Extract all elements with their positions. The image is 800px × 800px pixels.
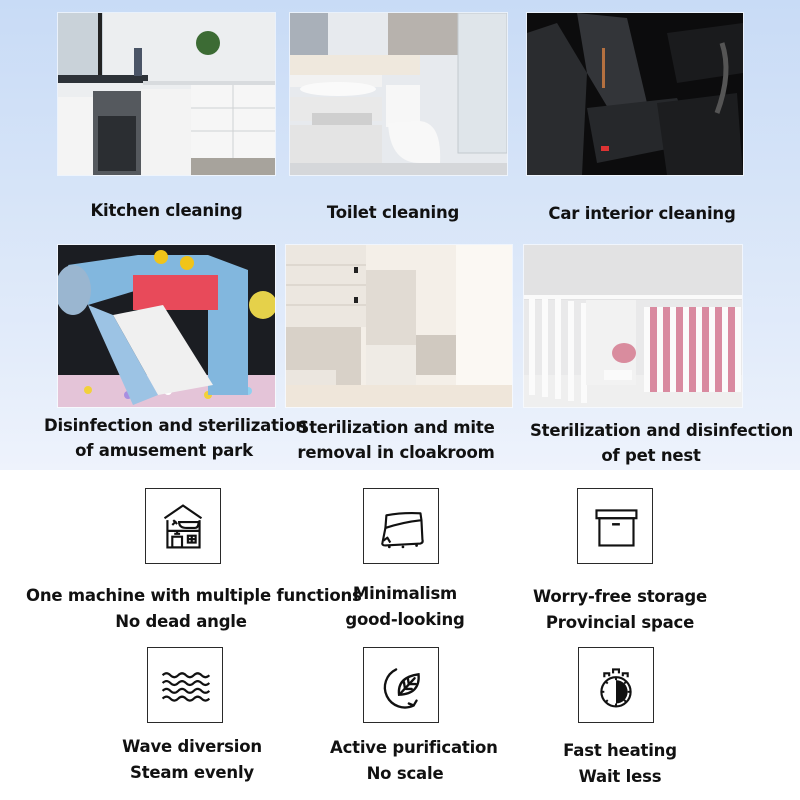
feature-icon-box-wave (147, 647, 223, 723)
feature-label-storage: Worry-free storage Provincial space (533, 587, 707, 632)
kitchen-photo (58, 13, 275, 175)
scene-caption-toilet: Toilet cleaning (326, 203, 460, 222)
feature-icon-box-storage (577, 488, 653, 564)
scene-caption-pet: Sterilization and disinfection of pet ne… (530, 421, 794, 465)
feature-label-purification: Active purification No scale (330, 738, 498, 783)
pet-nest-photo (524, 245, 742, 407)
feature-label-multifunction: One machine with multiple functions No d… (26, 586, 362, 631)
leaf-cycle-icon (383, 668, 420, 709)
feature-icon-box-heating (578, 647, 654, 723)
scene-caption-amusement: Disinfection and sterilization of amusem… (44, 416, 307, 460)
scene-caption-car: Car interior cleaning (548, 204, 736, 223)
storage-box-icon (595, 509, 638, 547)
waves-icon (161, 672, 211, 702)
feature-icon-box-purification (363, 647, 439, 723)
feature-label-minimalism: Minimalism good-looking (345, 584, 465, 629)
feature-label-heating: Fast heating Wait less (563, 741, 677, 786)
amusement-park-photo (58, 245, 275, 407)
feature-icon-box-multifunction (145, 488, 221, 564)
toilet-photo (290, 13, 507, 175)
feature-icon-box-minimalism (363, 488, 439, 564)
scene-caption-cloakroom: Sterilization and mite removal in cloakr… (297, 418, 495, 462)
timer-icon (600, 668, 632, 708)
feature-label-wave: Wave diversion Steam evenly (122, 737, 262, 782)
cloakroom-photo (286, 245, 512, 407)
scene-caption-kitchen: Kitchen cleaning (90, 201, 243, 220)
steamer-device-icon (381, 512, 424, 549)
car-interior-photo (527, 13, 743, 175)
house-appliances-icon (163, 504, 203, 549)
